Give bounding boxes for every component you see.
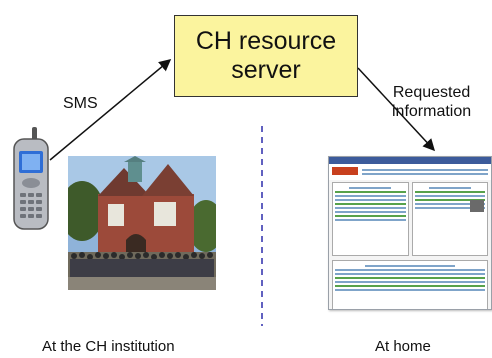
website-screenshot	[328, 156, 492, 310]
bottom-panel	[332, 260, 488, 309]
site-title-area	[362, 167, 488, 177]
ch-resource-server-box: CH resource server	[174, 15, 358, 97]
browser-title-bar	[329, 157, 491, 164]
site-logo	[332, 167, 358, 175]
requested-information-label: Requested information	[392, 84, 472, 120]
mobile-phone-icon	[13, 127, 49, 230]
sms-arrow	[49, 59, 172, 161]
right-panel	[411, 182, 488, 256]
home-caption: At home	[375, 338, 431, 355]
site-header	[329, 164, 491, 180]
response-arrow	[357, 67, 436, 152]
institution-caption: At the CH institution	[42, 338, 175, 355]
building-group-photo	[68, 156, 216, 290]
content-panels	[329, 180, 491, 258]
sms-label: SMS	[63, 95, 98, 112]
thumbnail-image	[470, 200, 484, 212]
left-panel	[332, 182, 409, 256]
